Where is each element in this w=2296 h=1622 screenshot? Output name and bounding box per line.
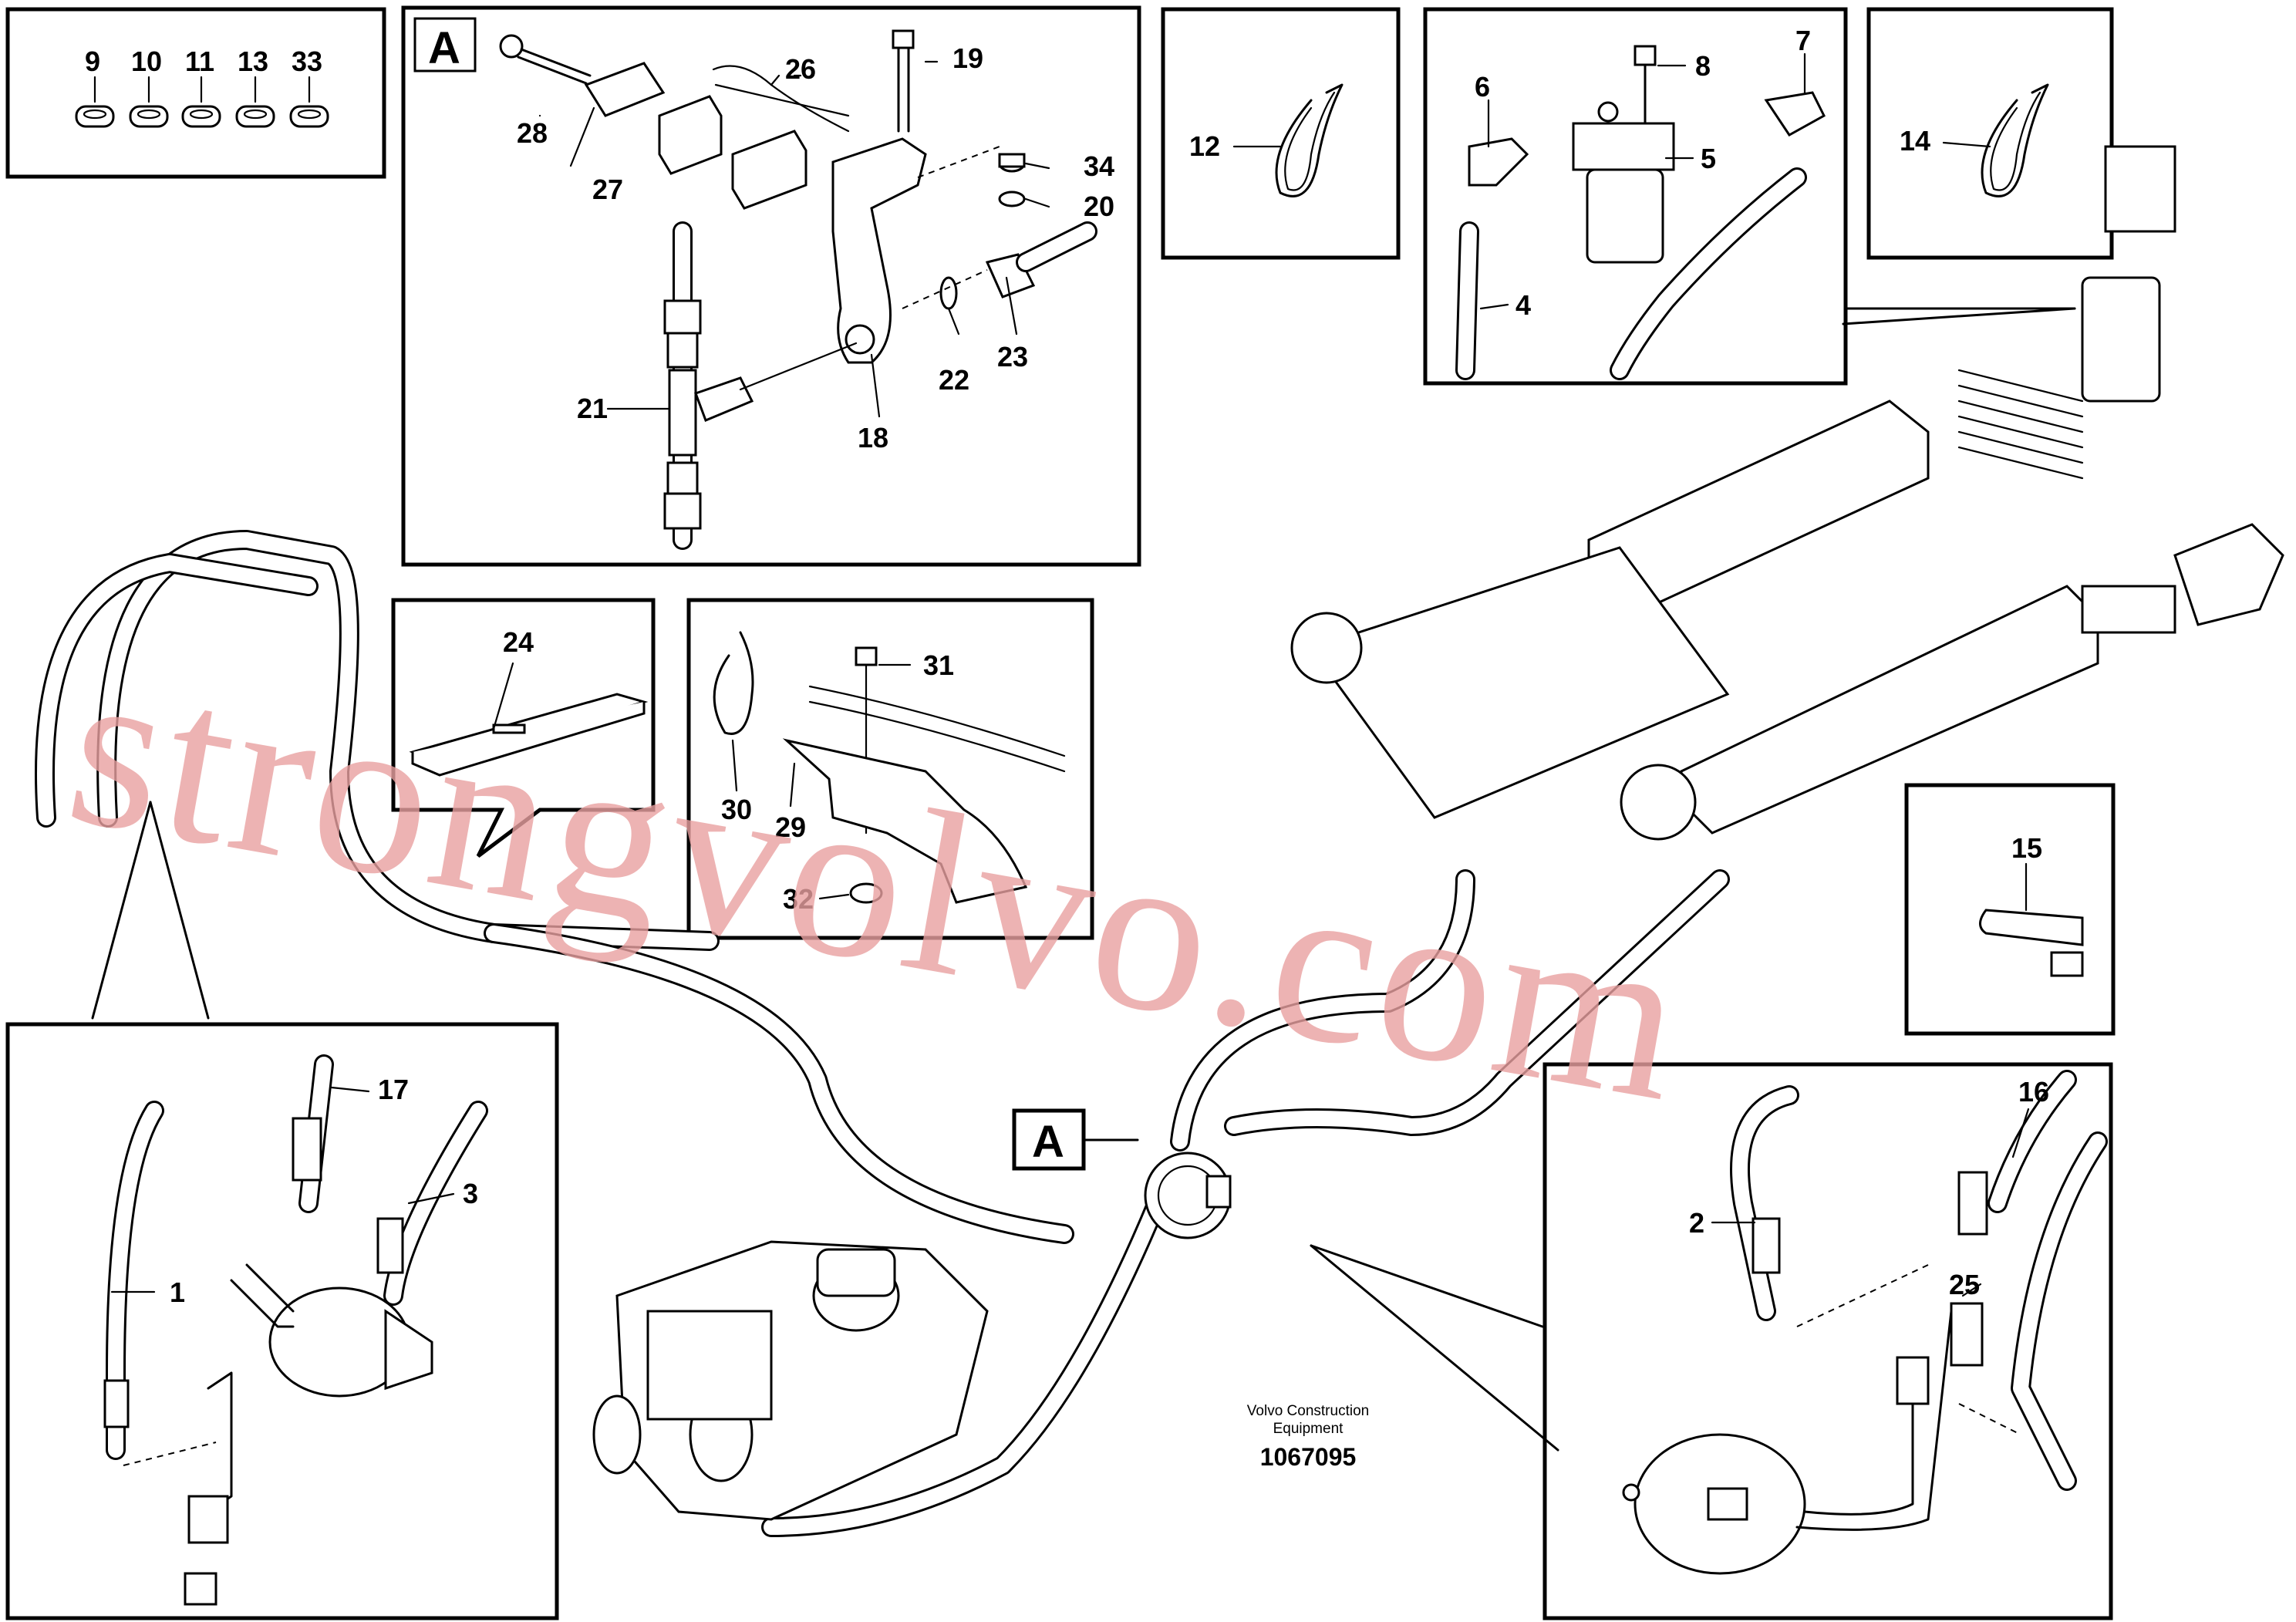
callout-21: 21: [577, 393, 608, 424]
callout-33: 33: [292, 46, 322, 77]
callout-11: 11: [185, 46, 214, 77]
detail-a-tag-label: A: [1032, 1117, 1064, 1167]
seal-group: [75, 76, 329, 128]
callout-12: 12: [1189, 130, 1220, 162]
callout-2: 2: [1689, 1207, 1704, 1239]
frame-right-detail: [1542, 1062, 2113, 1620]
callout-15: 15: [2011, 832, 2042, 864]
callout-3: 3: [463, 1178, 478, 1209]
bracket-29: [713, 631, 1066, 904]
callout-19: 19: [952, 42, 983, 74]
callout-28: 28: [517, 117, 548, 149]
callout-34: 34: [1084, 150, 1114, 182]
callout-22: 22: [939, 364, 969, 396]
leader-lines: [110, 52, 2030, 1297]
detail-a-label: A: [428, 23, 460, 73]
callout-26: 26: [785, 53, 816, 85]
frame-left-detail: [5, 1022, 559, 1620]
main-hoses: [35, 530, 1730, 1537]
callout-31: 31: [923, 649, 954, 681]
detail-a-drawing: [413, 17, 1097, 550]
callout-5: 5: [1701, 143, 1716, 174]
callout-23: 23: [997, 341, 1028, 373]
accumulator-main: [1144, 1152, 1232, 1239]
filter-detail: [1455, 45, 1826, 380]
left-detail-drawing: [103, 1054, 488, 1606]
callout-17: 17: [378, 1074, 409, 1105]
callout-27: 27: [592, 174, 623, 205]
plate-24: [409, 693, 649, 777]
frame-plate-24: [391, 598, 656, 858]
callout-1: 1: [170, 1276, 185, 1308]
frame-clamp-15: [1904, 783, 2116, 1036]
callout-32: 32: [783, 883, 814, 915]
callout-18: 18: [858, 422, 888, 454]
frame-detail-a: [401, 5, 1141, 567]
pump-assembly: [592, 1240, 989, 1521]
callout-29: 29: [775, 811, 806, 843]
callout-13: 13: [238, 46, 268, 77]
callout-labels: 9 10 11 13 33 26 19 28 27 34 20 21 18 22…: [85, 25, 2049, 1308]
reference-number: 1067095: [1260, 1443, 1357, 1471]
callout-9: 9: [85, 46, 100, 77]
callout-24: 24: [503, 626, 534, 658]
cylinders-valves: [1290, 145, 2284, 841]
frame-tie-14: [1866, 7, 2114, 260]
callout-20: 20: [1084, 191, 1114, 222]
callout-16: 16: [2018, 1076, 2049, 1108]
credit-line-1: Volvo Construction: [1247, 1403, 1369, 1419]
frame-bracket-29: [686, 598, 1094, 940]
callout-6: 6: [1475, 71, 1490, 103]
callout-4: 4: [1515, 289, 1531, 321]
callout-8: 8: [1695, 50, 1711, 82]
frame-filter: [1423, 7, 1848, 386]
cable-tie-12: [1275, 83, 1344, 197]
callout-14: 14: [1900, 125, 1930, 157]
credit-line-2: Equipment: [1273, 1421, 1344, 1437]
callout-25: 25: [1949, 1269, 1980, 1300]
cable-tie-14: [1981, 83, 2049, 197]
callout-30: 30: [721, 794, 752, 825]
right-detail-drawing: [1622, 1070, 2108, 1575]
callout-7: 7: [1795, 25, 1811, 56]
clamp-15: [1979, 909, 2084, 977]
callout-10: 10: [131, 46, 162, 77]
frame-seals: [5, 7, 386, 179]
frame-tie-12: [1161, 7, 1401, 260]
